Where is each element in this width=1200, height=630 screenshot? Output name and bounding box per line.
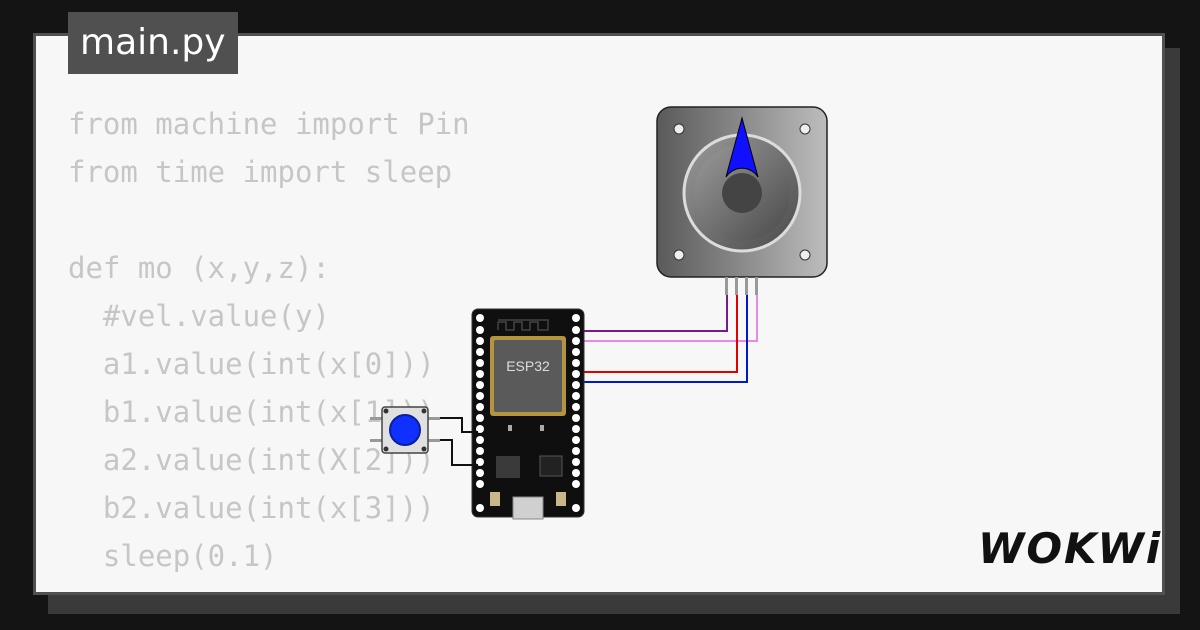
- chip-label: ESP32: [506, 358, 550, 374]
- motor-wires: [578, 295, 758, 383]
- push-button-icon[interactable]: [370, 406, 440, 454]
- code-line: b1.value(int(x[1])): [68, 395, 435, 429]
- motor-needle-icon: [725, 116, 759, 178]
- code-line: b2.value(int(x[3])): [68, 491, 435, 525]
- stepper-motor-icon[interactable]: [656, 106, 828, 295]
- code-line: from machine import Pin: [68, 107, 470, 141]
- code-line: a2.value(int(X[2])): [68, 443, 435, 477]
- code-line: from time import sleep: [68, 155, 453, 189]
- wire-blue: [578, 295, 748, 383]
- wokwi-logo: WOKWi: [978, 524, 1163, 573]
- esp32-board-icon[interactable]: ESP32: [471, 308, 585, 520]
- preview-card: [33, 33, 1165, 595]
- wire-purple: [578, 295, 728, 332]
- code-line: def mo (x,y,z):: [68, 251, 330, 285]
- code-block: from machine import Pin from time import …: [68, 100, 470, 580]
- code-line: #vel.value(y): [68, 299, 330, 333]
- code-line: a1.value(int(x[0])): [68, 347, 435, 381]
- file-tab[interactable]: main.py: [68, 12, 238, 74]
- wire-red: [578, 295, 738, 373]
- code-line: sleep(0.1): [68, 539, 278, 573]
- wire-pink: [578, 295, 758, 342]
